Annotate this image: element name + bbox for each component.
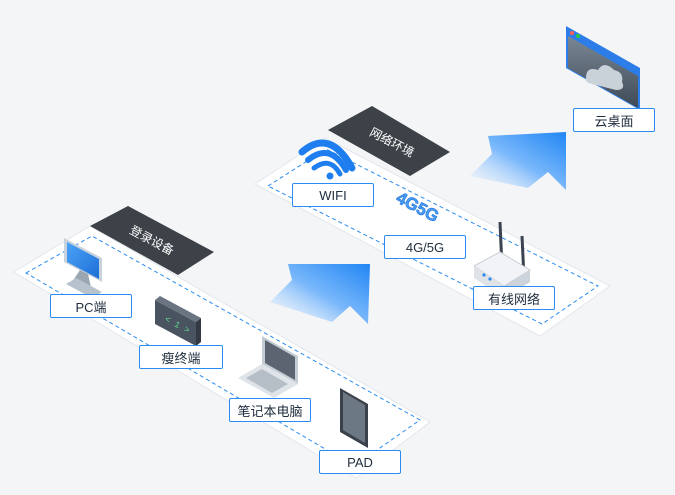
- label-4g-5g: 4G/5G: [384, 235, 466, 259]
- login-devices-banner: 登录设备: [90, 206, 214, 275]
- pad-tablet-icon: [340, 388, 368, 448]
- cloud-desktop-window-icon: [566, 26, 640, 110]
- arrow-network-to-cloud: [470, 132, 566, 190]
- arrow-devices-to-network: [270, 264, 370, 324]
- thin-client-icon: < 1 >: [155, 296, 201, 346]
- label-cloud-desktop: 云桌面: [573, 108, 655, 132]
- laptop-icon: [238, 336, 298, 398]
- label-wifi: WIFI: [292, 183, 374, 207]
- label-wired-network: 有线网络: [473, 286, 555, 310]
- label-pc: PC端: [50, 294, 132, 318]
- pc-monitor-icon: [64, 238, 102, 298]
- label-pad: PAD: [319, 450, 401, 474]
- network-env-banner: 网络环境: [328, 106, 450, 176]
- label-thin-client: 瘦终端: [139, 345, 223, 369]
- label-laptop: 笔记本电脑: [229, 398, 311, 422]
- wifi-icon: [298, 139, 356, 180]
